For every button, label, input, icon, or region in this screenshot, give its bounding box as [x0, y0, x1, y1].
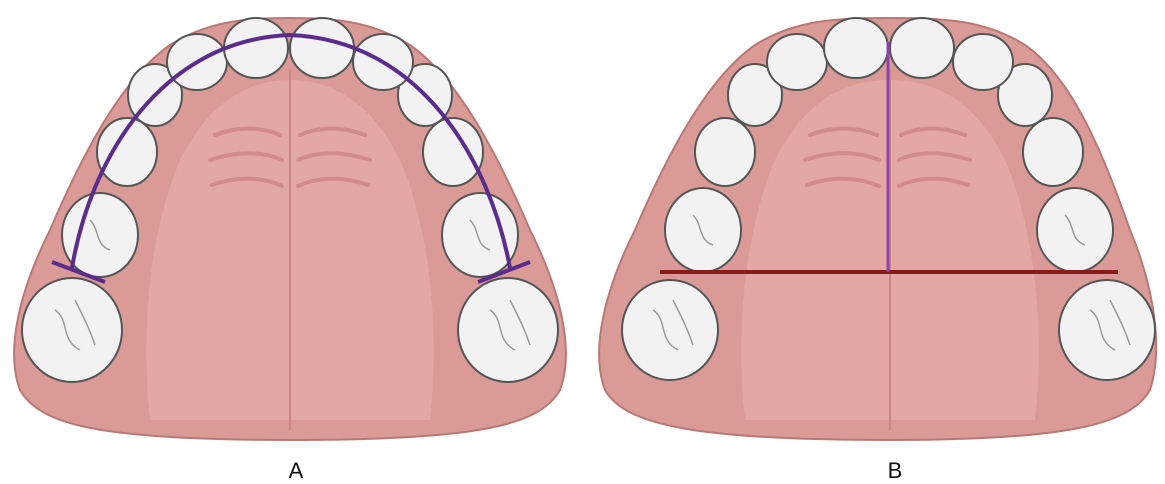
- caption-b: B: [865, 458, 925, 484]
- dental-arch-diagram-b: [585, 0, 1165, 484]
- upper-arch-b: [599, 18, 1156, 440]
- dental-arch-diagram-a: [0, 0, 580, 484]
- upper-arch-a: [14, 18, 566, 440]
- panel-a: A: [0, 0, 580, 484]
- caption-a: A: [266, 458, 326, 484]
- panel-b: B: [585, 0, 1165, 484]
